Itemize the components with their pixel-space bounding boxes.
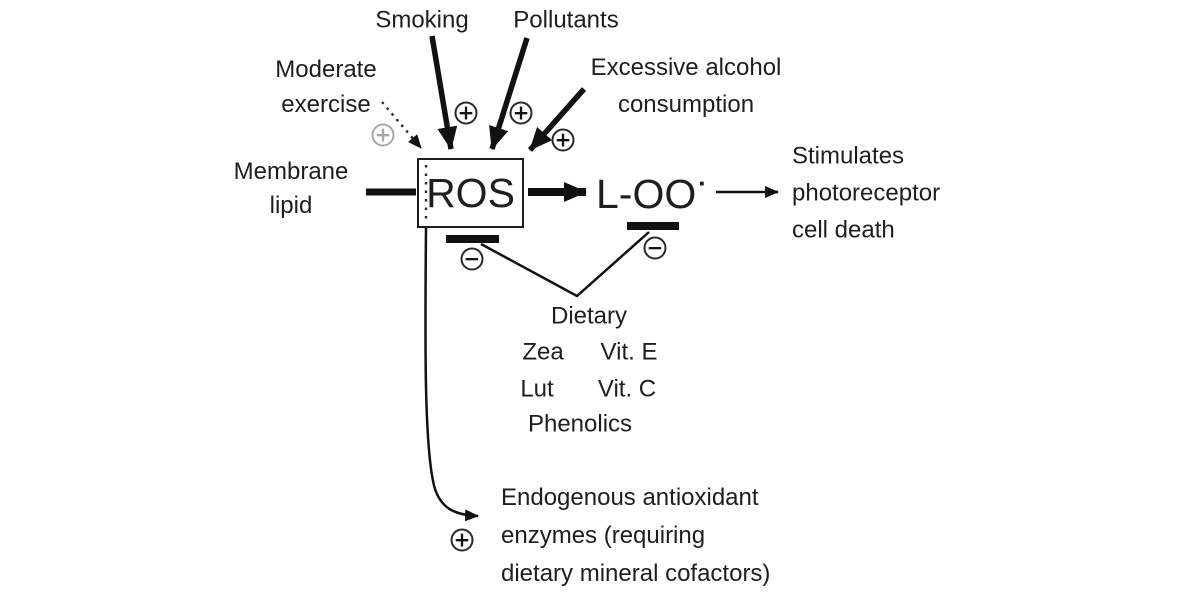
- plus-circle-icon: +: [551, 128, 575, 152]
- label-photoreceptor-outcome-line3: cell death: [792, 216, 895, 244]
- label-pollutants: Pollutants: [513, 6, 619, 34]
- label-photoreceptor-outcome-line1: Stimulates: [792, 142, 905, 170]
- label-dietary-phenolics: Phenolics: [527, 410, 633, 438]
- ros-node-box: ROS: [417, 158, 524, 228]
- arrow-ros-to-enzymes-curved: [424, 227, 479, 522]
- plus-circle-muted-icon: +: [371, 123, 395, 147]
- plus-circle-icon: +: [509, 101, 533, 125]
- arrow-moderate-exercise-dotted: [381, 101, 422, 149]
- label-membrane-lipid: Membrane lipid: [234, 155, 349, 223]
- radical-dot: ·: [698, 168, 707, 198]
- label-dietary-lut: Lut: [520, 375, 554, 403]
- label-membrane-lipid-line2: lipid: [269, 192, 313, 219]
- dietary-inhibition-lines: [480, 231, 650, 298]
- arrow-alcohol-to-ros: [527, 87, 587, 152]
- label-endogenous-enzymes-line3: dietary mineral cofactors): [501, 560, 771, 587]
- label-dietary-vit-e: Vit. E: [600, 338, 658, 366]
- label-moderate-exercise-line2: exercise: [281, 91, 371, 118]
- loo-node-label: L-OO: [596, 171, 697, 217]
- label-moderate-exercise: Moderate exercise: [275, 52, 376, 122]
- label-excessive-alcohol-line1: Excessive alcohol: [590, 54, 782, 81]
- label-excessive-alcohol: Excessive alcohol consumption: [591, 49, 782, 123]
- arrow-smoking-to-ros: [429, 35, 458, 150]
- ros-node-label: ROS: [426, 169, 515, 216]
- label-dietary-title: Dietary: [550, 302, 628, 330]
- label-endogenous-enzymes-line1: Endogenous antioxidant: [501, 484, 759, 511]
- minus-circle-icon: −: [460, 247, 484, 271]
- loo-node: L-OO·: [596, 168, 707, 218]
- plus-circle-icon: +: [454, 101, 478, 125]
- label-excessive-alcohol-line2: consumption: [617, 91, 755, 118]
- minus-circle-icon: −: [643, 236, 667, 260]
- label-photoreceptor-outcome: Stimulates photoreceptor cell death: [792, 138, 940, 249]
- label-dietary-zea: Zea: [522, 338, 564, 366]
- label-dietary-vit-c: Vit. C: [597, 375, 657, 403]
- label-smoking: Smoking: [375, 6, 469, 34]
- label-moderate-exercise-line1: Moderate: [275, 56, 377, 83]
- label-endogenous-enzymes: Endogenous antioxidant enzymes (requirin…: [501, 479, 770, 593]
- label-membrane-lipid-line1: Membrane: [233, 158, 349, 185]
- label-endogenous-enzymes-line2: enzymes (requiring: [501, 522, 706, 549]
- label-photoreceptor-outcome-line2: photoreceptor: [792, 179, 941, 207]
- plus-circle-icon: +: [450, 528, 474, 552]
- arrow-pollutants-to-ros: [489, 37, 530, 150]
